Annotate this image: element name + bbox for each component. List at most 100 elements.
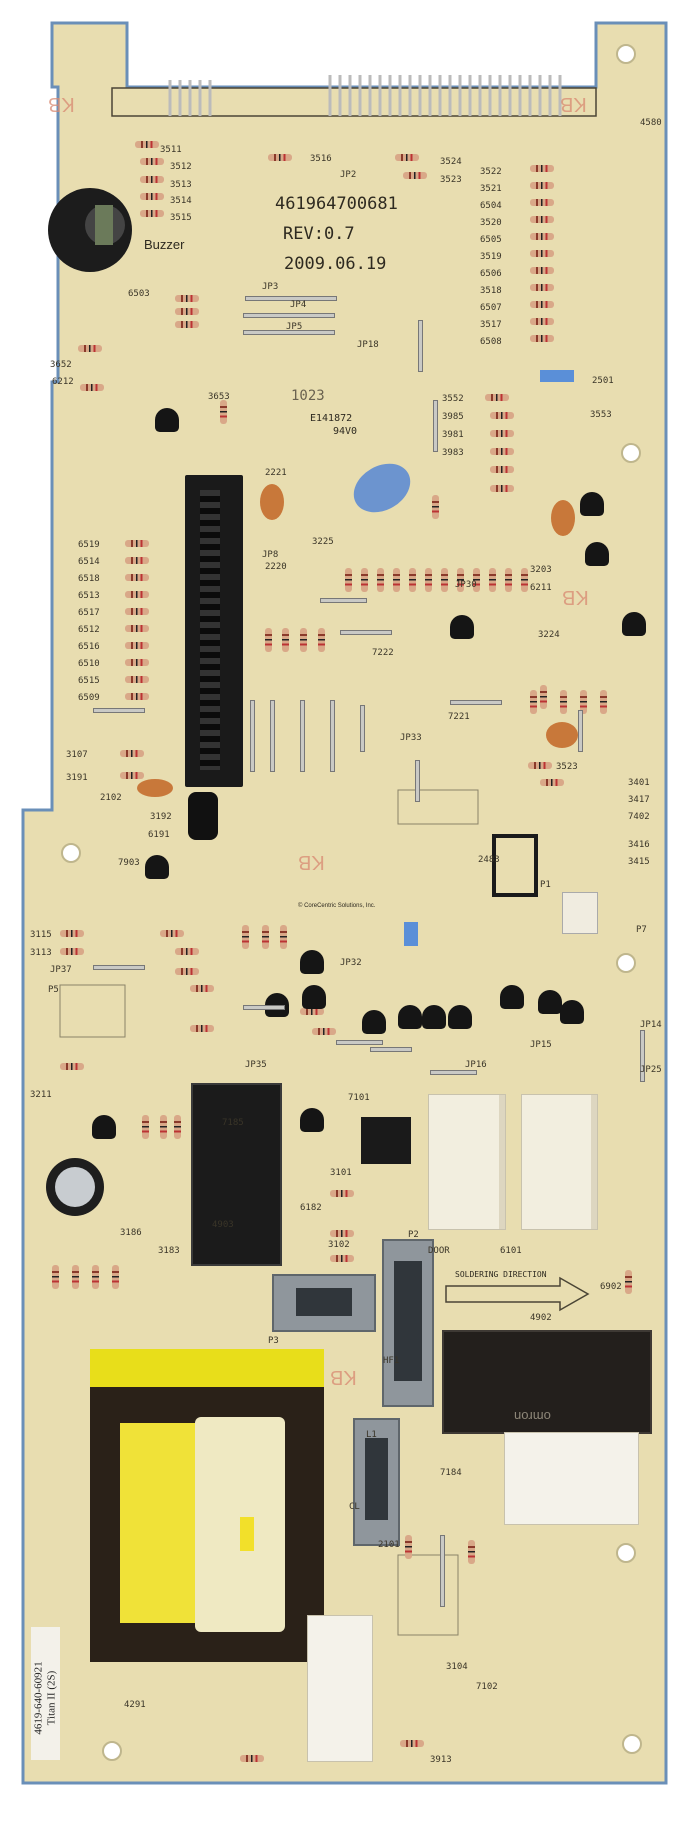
transistor — [300, 950, 324, 974]
resistor — [330, 1190, 354, 1197]
designator-label: 6515 — [78, 676, 100, 686]
designator-label: JP37 — [50, 965, 72, 975]
designator-label: P7 — [636, 925, 647, 935]
jumper-wire — [245, 296, 337, 301]
jumper-wire — [250, 700, 255, 772]
jumper-wire — [320, 598, 367, 603]
resistor — [125, 693, 149, 700]
designator-label: 3518 — [480, 286, 502, 296]
resistor — [242, 925, 249, 949]
resistor — [530, 335, 554, 342]
transistor — [585, 542, 609, 566]
designator-label: JP15 — [530, 1040, 552, 1050]
resistor — [125, 625, 149, 632]
resistor — [265, 628, 272, 652]
resistor — [318, 628, 325, 652]
designator-label: JP5 — [286, 322, 303, 332]
resistor — [330, 1230, 354, 1237]
resistor — [160, 1115, 167, 1139]
designator-label: 4903 — [212, 1220, 234, 1230]
designator-label: CL — [349, 1502, 360, 1512]
part-number: 461964700681 — [275, 194, 398, 214]
transistor — [450, 615, 474, 639]
resistor — [530, 216, 554, 223]
batch-code: 1023 — [291, 388, 325, 404]
designator-label: 4580 — [640, 118, 662, 128]
mounting-hole — [621, 443, 641, 463]
resistor — [72, 1265, 79, 1289]
designator-label: 6514 — [78, 557, 100, 567]
kb-mark: KB — [48, 93, 75, 115]
omron-relay: omron — [442, 1330, 652, 1434]
resistor — [530, 165, 554, 172]
designator-label: 3115 — [30, 930, 52, 940]
jumper-wire — [336, 1040, 383, 1045]
jumper-wire — [243, 313, 335, 318]
designator-label: 3192 — [150, 812, 172, 822]
designator-label: 7102 — [476, 1682, 498, 1692]
designator-label: 3104 — [446, 1662, 468, 1672]
resistor — [468, 1540, 475, 1564]
transistor — [422, 1005, 446, 1029]
kb-mark: KB — [330, 1366, 357, 1388]
resistor — [175, 321, 199, 328]
resistor — [530, 182, 554, 189]
connector-l1 — [353, 1418, 400, 1546]
buzzer-label: Buzzer — [144, 237, 185, 252]
resistor — [125, 591, 149, 598]
designator-label: 6507 — [480, 303, 502, 313]
resistor — [92, 1265, 99, 1289]
designator-label: 3417 — [628, 795, 650, 805]
resistor — [485, 394, 509, 401]
designator-label: P2 — [408, 1230, 419, 1240]
designator-label: 3415 — [628, 857, 650, 867]
transformer — [90, 1349, 324, 1662]
resistor — [490, 412, 514, 419]
designator-label: 3183 — [158, 1246, 180, 1256]
mounting-hole — [616, 44, 636, 64]
designator-label: JP16 — [465, 1060, 487, 1070]
jumper-wire — [370, 1047, 412, 1052]
resistor — [160, 930, 184, 937]
kb-mark: KB — [560, 93, 587, 115]
resistor — [405, 1535, 412, 1559]
designator-label: 6211 — [530, 583, 552, 593]
resistor — [120, 750, 144, 757]
designator-label: 6101 — [500, 1246, 522, 1256]
jumper-wire — [360, 705, 365, 752]
connector-p2-door — [382, 1239, 434, 1407]
designator-label: 3513 — [170, 180, 192, 190]
designator-label: 3520 — [480, 218, 502, 228]
designator-label: 3512 — [170, 162, 192, 172]
designator-label: JP3 — [262, 282, 279, 292]
resistor — [282, 628, 289, 652]
designator-label: 3521 — [480, 184, 502, 194]
resistor — [125, 608, 149, 615]
jumper-wire — [450, 700, 502, 705]
designator-label: JP4 — [290, 300, 307, 310]
designator-label: 7101 — [348, 1093, 370, 1103]
designator-label: 6518 — [78, 574, 100, 584]
resistor — [345, 568, 352, 592]
designator-label: 3981 — [442, 430, 464, 440]
designator-label: 6212 — [52, 377, 74, 387]
resistor — [473, 568, 480, 592]
designator-label: 7184 — [440, 1468, 462, 1478]
resistor — [540, 685, 547, 709]
resistor — [490, 448, 514, 455]
designator-label: JP32 — [340, 958, 362, 968]
designator-label: 6510 — [78, 659, 100, 669]
jumper-wire — [430, 1070, 477, 1075]
relay-white-2 — [521, 1094, 598, 1230]
designator-label: 6508 — [480, 337, 502, 347]
transistor — [448, 1005, 472, 1029]
designator-label: DOOR — [428, 1246, 450, 1256]
board-date: 2009.06.19 — [284, 254, 387, 274]
designator-label: 3515 — [170, 213, 192, 223]
resistor — [140, 210, 164, 217]
designator-label: 2220 — [265, 562, 287, 572]
resistor — [175, 948, 199, 955]
flammability: 94V0 — [333, 426, 358, 437]
resistor — [400, 1740, 424, 1747]
jumper-wire — [93, 965, 145, 970]
